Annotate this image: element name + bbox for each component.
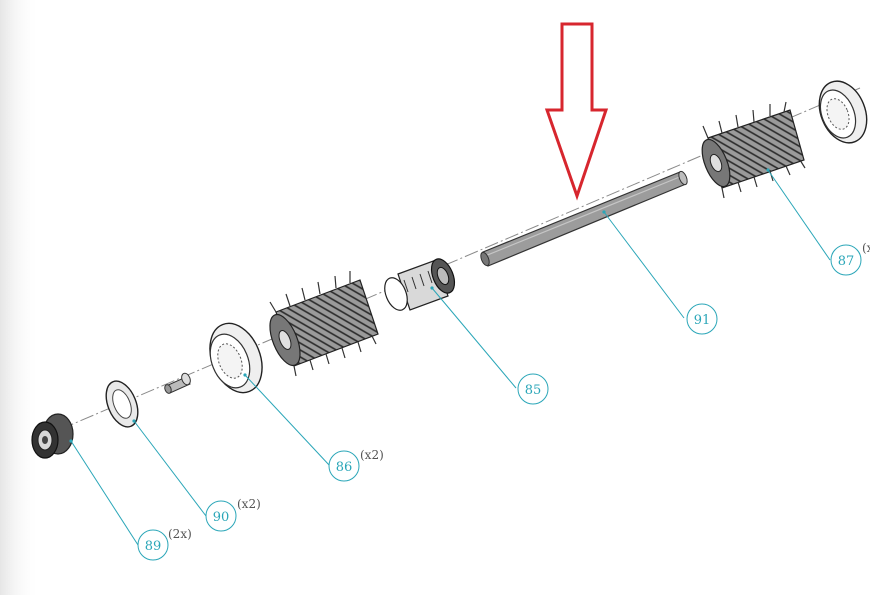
leader-86	[244, 374, 331, 467]
right-brush-roller	[701, 101, 806, 199]
callout-91-label: 91	[694, 313, 711, 328]
callout-90: 90 (x2)	[205, 497, 261, 532]
callout-87-label: 87	[838, 254, 855, 269]
part-91-shaft	[480, 170, 688, 267]
leader-lines	[70, 169, 831, 546]
callout-86: 86 (x2)	[328, 448, 384, 482]
leader-90	[133, 420, 207, 517]
down-arrow-icon	[544, 22, 609, 201]
callout-85: 85	[517, 373, 549, 405]
part-86-bearing-ring-right	[818, 80, 868, 144]
callout-91: 91	[686, 303, 718, 335]
leader-87	[767, 169, 831, 261]
pin-part	[164, 372, 191, 394]
assembly-axis	[39, 87, 861, 439]
callout-89-qty: (2x)	[168, 527, 192, 541]
leader-89	[70, 440, 139, 546]
callout-90-qty: (x2)	[237, 497, 261, 511]
callout-86-qty: (x2)	[360, 448, 384, 462]
part-86-bearing-ring	[209, 322, 263, 394]
callout-89-label: 89	[145, 539, 162, 554]
part-90-ring	[105, 380, 139, 428]
page-shadow	[0, 0, 40, 595]
left-brush-roller	[269, 271, 379, 377]
callout-86-label: 86	[336, 460, 353, 475]
part-85-coupling	[384, 258, 456, 311]
callout-89: 89 (2x)	[137, 527, 192, 561]
callout-87-qty: (x	[862, 241, 870, 255]
leader-85	[431, 287, 517, 389]
callout-87: 87 (x	[830, 241, 870, 276]
callout-85-label: 85	[525, 383, 542, 398]
callout-90-label: 90	[213, 510, 230, 525]
leader-91	[603, 211, 685, 319]
